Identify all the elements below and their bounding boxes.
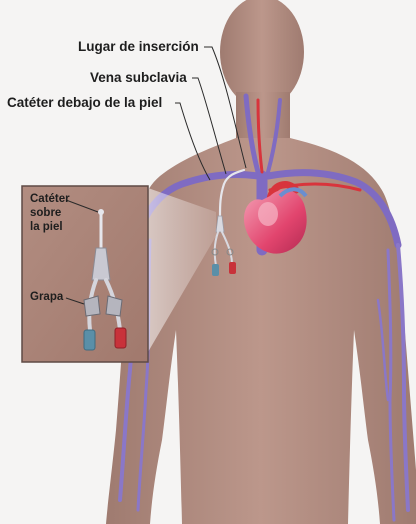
label-clamp: Grapa — [30, 291, 63, 305]
inset-cap-blue — [84, 330, 95, 350]
label-catheter-over-skin: Catéter sobre la piel — [30, 193, 70, 234]
label-catheter-over-skin-line3: la piel — [30, 221, 70, 235]
label-catheter-under-skin: Catéter debajo de la piel — [7, 96, 162, 110]
inset-clamp-right — [106, 296, 122, 316]
heart-highlight — [258, 202, 278, 226]
label-subclavian-vein: Vena subclavia — [90, 71, 187, 85]
label-catheter-over-skin-line2: sobre — [30, 207, 70, 221]
label-catheter-over-skin-line1: Catéter — [30, 193, 70, 207]
inset-catheter-tip — [98, 209, 104, 215]
label-insertion-site: Lugar de inserción — [78, 40, 199, 54]
inset-cap-red — [115, 328, 126, 348]
catheter-cap-red — [229, 262, 236, 274]
head — [220, 0, 304, 108]
catheter-cap-blue — [212, 264, 219, 276]
inset-clamp-left — [84, 296, 100, 316]
